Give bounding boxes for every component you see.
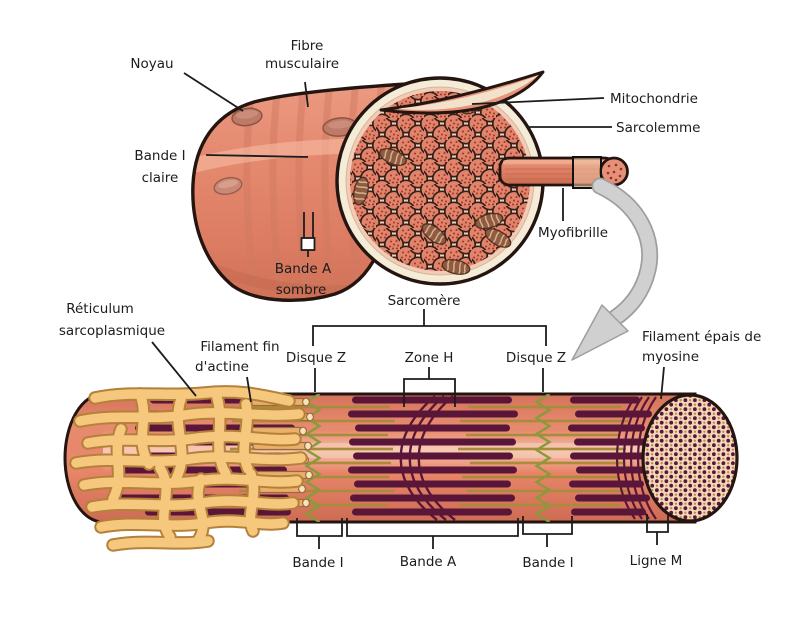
label-bande-a-sombre-2: sombre	[276, 282, 327, 298]
label-bande-i-claire-1: Bande I	[134, 148, 185, 164]
filament-fin-pointer-line	[246, 376, 252, 403]
upper-muscle-fiber-illustration: Noyau Fibre musculaire Mitochondrie Sarc…	[130, 38, 700, 361]
label-bande-i-claire-2: claire	[142, 170, 179, 186]
nucleus	[231, 107, 263, 127]
mitochondrie-pointer-line	[471, 97, 605, 105]
fiber-cross-section	[335, 76, 545, 286]
lower-myofibril-illustration: Réticulum sarcoplasmique Filament fin d'…	[59, 293, 761, 571]
label-disque-z-right: Disque Z	[506, 350, 566, 366]
fiber-outline	[191, 81, 417, 302]
bande-a-sombre-bracket	[300, 212, 316, 257]
reticulum-pointer-line	[151, 341, 197, 397]
label-fibre-musculaire-1: Fibre	[291, 38, 324, 54]
label-bande-i-right: Bande I	[522, 555, 573, 571]
label-bande-a-sombre-1: Bande A	[275, 261, 332, 277]
label-bande-a: Bande A	[400, 554, 457, 570]
label-reticulum-1: Réticulum	[66, 301, 134, 317]
label-zone-h: Zone H	[405, 350, 454, 366]
ligne-m-bracket	[646, 514, 669, 545]
fibre-musculaire-pointer-line	[304, 81, 309, 108]
zone-h-bracket	[403, 367, 456, 407]
magnify-arrow	[571, 177, 659, 361]
sarcomere-bracket	[312, 309, 547, 346]
label-sarcolemme: Sarcolemme	[616, 120, 700, 136]
label-bande-i-left: Bande I	[292, 555, 343, 571]
label-noyau: Noyau	[130, 56, 173, 72]
m-line-rings	[399, 395, 456, 521]
nucleus	[213, 176, 243, 196]
label-filament-epais-1: Filament épais de	[642, 329, 761, 345]
label-sarcomere: Sarcomère	[388, 293, 461, 309]
label-reticulum-2: sarcoplasmique	[59, 323, 165, 339]
label-ligne-m: Ligne M	[630, 553, 683, 569]
label-fibre-musculaire-2: musculaire	[265, 56, 339, 72]
myofibril-pullout	[498, 156, 629, 189]
bande-i-left-bracket	[296, 518, 343, 549]
label-filament-fin-1: Filament fin	[200, 339, 279, 355]
ligne-m-rings	[615, 396, 657, 520]
label-filament-epais-2: myosine	[642, 349, 699, 365]
noyau-pointer-line	[183, 72, 244, 112]
myofibril-cut-face	[641, 393, 739, 523]
label-myofibrille: Myofibrille	[538, 225, 608, 241]
sarcolemma-flap	[379, 70, 545, 115]
label-filament-fin-2: d'actine	[195, 359, 249, 375]
bande-a-bracket	[346, 518, 519, 549]
bande-i-right-bracket	[522, 516, 573, 547]
bande-i-claire-pointer-line	[205, 154, 309, 158]
filament-epais-pointer-line	[660, 366, 665, 400]
label-disque-z-left: Disque Z	[286, 350, 346, 366]
label-mitochondrie: Mitochondrie	[610, 91, 698, 107]
